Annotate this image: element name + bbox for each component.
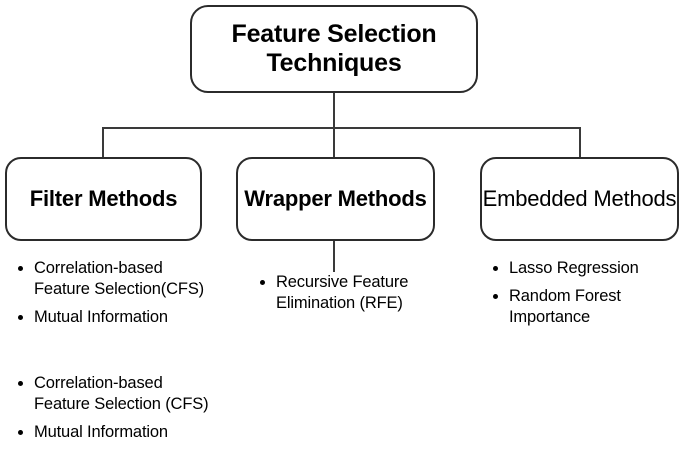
list-filter-methods-repeated: Correlation-based Feature Selection (CFS…: [10, 373, 240, 442]
list-item: Mutual Information: [10, 422, 240, 443]
node-feature-selection-techniques: Feature Selection Techniques: [190, 5, 478, 93]
list-item: Correlation-based Feature Selection (CFS…: [10, 373, 240, 415]
list-item: Lasso Regression: [485, 258, 680, 279]
list-item-label: Random Forest Importance: [509, 286, 621, 326]
list-item: Correlation-based Feature Selection(CFS): [10, 258, 225, 300]
list-filter-methods: Correlation-based Feature Selection(CFS)…: [10, 258, 225, 327]
node-filter-label: Filter Methods: [29, 186, 178, 212]
list-item: Random Forest Importance: [485, 286, 680, 328]
node-root-label: Feature Selection Techniques: [231, 20, 437, 77]
list-item-label: Correlation-based Feature Selection (CFS…: [34, 374, 209, 413]
list-item-label: Recursive Feature Elimination (RFE): [276, 273, 409, 312]
list-embedded-methods: Lasso Regression Random Forest Importanc…: [485, 258, 680, 327]
list-item-label: Correlation-based Feature Selection(CFS): [34, 259, 205, 298]
list-item-label: Lasso Regression: [509, 259, 639, 277]
node-embedded-methods: Embedded Methods: [480, 157, 679, 241]
list-item-label: Mutual Information: [34, 307, 168, 326]
node-wrapper-methods: Wrapper Methods: [236, 157, 435, 241]
list-item: Mutual Information: [10, 307, 225, 328]
list-wrapper-methods: Recursive Feature Elimination (RFE): [252, 272, 452, 314]
node-wrapper-label: Wrapper Methods: [244, 186, 427, 212]
node-filter-methods: Filter Methods: [5, 157, 202, 241]
list-item: Recursive Feature Elimination (RFE): [252, 272, 452, 314]
node-embedded-label: Embedded Methods: [482, 186, 677, 212]
list-item-label: Mutual Information: [34, 422, 168, 441]
